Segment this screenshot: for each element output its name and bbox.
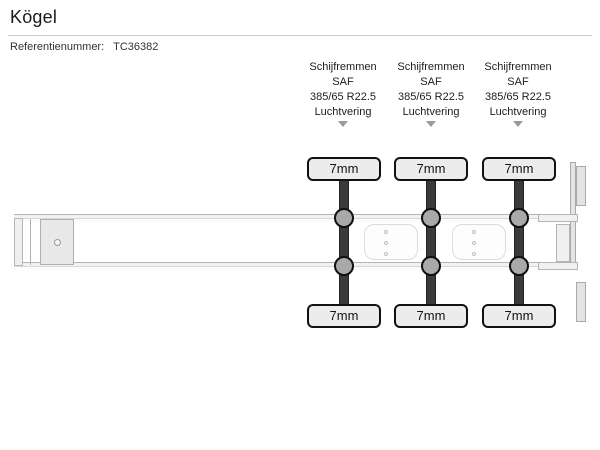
tread-badge-axle-3-left[interactable]: 7mm — [482, 157, 556, 181]
triangle-down-icon — [513, 121, 523, 127]
axle-bar-2 — [426, 172, 436, 312]
wheel-hub-1-left — [334, 208, 354, 228]
header-divider — [8, 35, 592, 36]
wheel-hub-2-left — [421, 208, 441, 228]
reference-value: TC36382 — [113, 41, 159, 53]
page-header: Kögel — [0, 0, 600, 36]
rear-bumper-lower — [576, 282, 586, 322]
web-dot — [384, 241, 388, 245]
chassis-rail-bottom-inner — [14, 266, 570, 270]
axle-bar-3 — [514, 172, 524, 312]
kingpin-hole-icon — [54, 239, 61, 246]
reference-label: Referentienummer: — [10, 41, 105, 53]
wheel-hub-2-right — [421, 256, 441, 276]
axle-2-brand: SAF — [420, 76, 442, 88]
triangle-down-icon — [426, 121, 436, 127]
kingpin-plate — [40, 219, 74, 265]
axle-annotation-1: Schijfremmen SAF 385/65 R22.5 Luchtverin… — [297, 60, 389, 127]
rear-rail-extension-bottom — [538, 262, 578, 270]
axle-annotation-3: Schijfremmen SAF 385/65 R22.5 Luchtverin… — [472, 60, 564, 127]
tread-badge-axle-1-right[interactable]: 7mm — [307, 304, 381, 328]
tread-badge-axle-2-right[interactable]: 7mm — [394, 304, 468, 328]
wheel-hub-3-left — [509, 208, 529, 228]
axle-3-brake-type: Schijfremmen — [484, 61, 552, 73]
chassis-front-cap — [14, 218, 23, 266]
tread-badge-axle-3-right[interactable]: 7mm — [482, 304, 556, 328]
wheel-hub-1-right — [334, 256, 354, 276]
tread-badge-axle-1-left[interactable]: 7mm — [307, 157, 381, 181]
axle-1-tyre-size: 385/65 R22.5 — [309, 91, 377, 103]
axle-2-brake-type: Schijfremmen — [397, 61, 465, 73]
axle-bar-1 — [339, 172, 349, 312]
axle-2-tyre-size: 385/65 R22.5 — [397, 91, 465, 103]
triangle-down-icon — [338, 121, 348, 127]
rear-rail-extension-top — [538, 214, 578, 222]
page-title: Kögel — [10, 7, 58, 27]
rear-cross-member — [556, 224, 570, 262]
web-dot — [472, 230, 476, 234]
chassis-web-cutout-1 — [364, 224, 418, 260]
axle-2-suspension: Luchtvering — [402, 106, 460, 118]
axle-3-tyre-size: 385/65 R22.5 — [484, 91, 552, 103]
rear-bumper-upper — [576, 166, 586, 206]
web-dot — [384, 230, 388, 234]
axle-3-suspension: Luchtvering — [489, 106, 547, 118]
chassis-web-cutout-2 — [452, 224, 506, 260]
axle-1-brand: SAF — [332, 76, 354, 88]
web-dot — [472, 252, 476, 256]
axle-3-brand: SAF — [507, 76, 529, 88]
chassis-web-dots-2 — [472, 230, 477, 263]
axle-annotation-2: Schijfremmen SAF 385/65 R22.5 Luchtverin… — [385, 60, 477, 127]
wheel-hub-3-right — [509, 256, 529, 276]
web-dot — [472, 241, 476, 245]
tread-badge-axle-2-left[interactable]: 7mm — [394, 157, 468, 181]
web-dot — [384, 252, 388, 256]
reference-row: Referentienummer: TC36382 — [10, 40, 158, 54]
chassis-front-divider-1 — [30, 219, 31, 265]
chassis-rail-top-inner — [14, 218, 570, 222]
chassis-web-dots-1 — [384, 230, 389, 263]
axle-1-suspension: Luchtvering — [314, 106, 372, 118]
axle-1-brake-type: Schijfremmen — [309, 61, 377, 73]
